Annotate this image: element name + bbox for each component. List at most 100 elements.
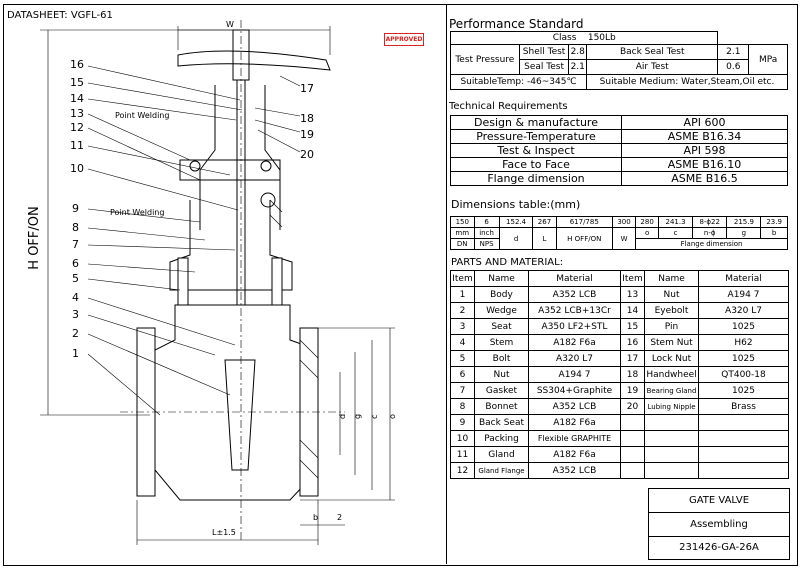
item: 20 (620, 398, 645, 415)
item: 7 (450, 382, 475, 399)
col-header: Item (450, 270, 475, 287)
material: A182 F6a (528, 334, 621, 351)
tech-value: API 598 (621, 143, 788, 158)
part-name: Back Seat (474, 414, 529, 431)
dim-cell: DN (450, 238, 475, 250)
dim-cell: g (726, 227, 762, 239)
item: 1 (450, 286, 475, 303)
part-name: Gland (474, 446, 529, 463)
dim-cell: L (532, 227, 557, 250)
material: QT400-18 (698, 366, 789, 383)
datasheet-label: DATASHEET: VGFL-61 (7, 10, 113, 21)
back-val: 2.1 (717, 44, 750, 60)
title-block: GATE VALVE Assembling 231426-GA-26A (648, 488, 790, 560)
unit: MPa (748, 44, 788, 75)
part-name: Packing (474, 430, 529, 447)
material: A352 LCB (528, 462, 621, 479)
dim-cell: c (658, 227, 693, 239)
material: A182 F6a (528, 446, 621, 463)
callout-12: 12 (70, 121, 84, 134)
material: Flexible GRAPHITE (528, 430, 621, 447)
dim-cell: Flange dimension (635, 238, 788, 250)
class-label: Class 150Lb (449, 31, 719, 45)
col-header: Material (698, 270, 789, 287)
callout-9: 9 (72, 202, 79, 215)
dim-cell: H OFF/ON (555, 227, 613, 250)
material: 1025 (698, 382, 789, 399)
tech-label: Pressure-Temperature (450, 129, 622, 144)
shell-test: Shell Test (518, 44, 570, 60)
material: A352 LCB+13Cr (528, 302, 621, 319)
handwheel (177, 50, 331, 71)
title-name: GATE VALVE (649, 489, 789, 513)
material: A194 7 (698, 286, 789, 303)
dim-cell: 300 (611, 216, 637, 228)
part-name: Handwheel (644, 366, 699, 383)
col-header: Name (644, 270, 699, 287)
dim-cell: 150 (450, 216, 475, 228)
approved-stamp: APPROVED (384, 33, 424, 46)
item: 4 (450, 334, 475, 351)
tech-value: ASME B16.34 (621, 129, 788, 144)
callout-8: 8 (72, 221, 79, 234)
dim-cell: W (611, 227, 637, 250)
material: A350 LF2+STL (528, 318, 621, 335)
col-header: Material (528, 270, 621, 287)
item: 8 (450, 398, 475, 415)
tech-value: ASME B16.5 (621, 171, 788, 186)
callout-5: 5 (72, 272, 79, 285)
item: 17 (620, 350, 645, 367)
tech-label: Flange dimension (450, 171, 622, 186)
dim-cell: 215.9 (726, 216, 762, 228)
part-name: Bolt (474, 350, 529, 367)
dim-cell: o (635, 227, 660, 239)
item: 16 (620, 334, 645, 351)
material: SS304+Graphite (528, 382, 621, 399)
dim-cell: inch (473, 227, 500, 239)
dim-d: d (338, 414, 347, 419)
tech-label: Design & manufacture (450, 115, 622, 130)
performance-table: Class 150Lb Test Pressure Shell Test 2.8… (449, 31, 788, 90)
dim-cell: 241.3 (658, 216, 693, 228)
part-name: Bearing Gland (644, 382, 699, 399)
dim-b: b (313, 513, 318, 522)
performance-title: Performance Standard (449, 17, 584, 31)
part-name: Lubing Nipple (644, 398, 699, 415)
parts-title: PARTS AND MATERIAL: (451, 257, 564, 268)
part-name: Bonnet (474, 398, 529, 415)
shell-val: 2.8 (568, 44, 587, 60)
material: A320 L7 (528, 350, 621, 367)
dimensions-table: 150 6 152.4 267 617/785 300 280 241.3 8-… (450, 216, 788, 250)
dim-cell: 617/785 (555, 216, 613, 228)
callout-15: 15 (70, 76, 84, 89)
item: 3 (450, 318, 475, 335)
item: 10 (450, 430, 475, 447)
callout-1: 1 (72, 347, 79, 360)
callout-19: 19 (300, 128, 314, 141)
part-name: Nut (474, 366, 529, 383)
item: 2 (450, 302, 475, 319)
material: Brass (698, 398, 789, 415)
air-test: Air Test (585, 59, 719, 75)
dim-2: 2 (337, 513, 342, 522)
item: 18 (620, 366, 645, 383)
part-name: Gland Flange (474, 462, 529, 479)
callout-20: 20 (300, 148, 314, 161)
air-val: 0.6 (717, 59, 750, 75)
callout-10: 10 (70, 162, 84, 175)
dim-cell: 6 (473, 216, 500, 228)
point-welding-1: Point Welding (115, 111, 169, 120)
drawing-number: 231426-GA-26A (679, 542, 759, 553)
seal-test: Seal Test (518, 59, 570, 75)
callout-14: 14 (70, 92, 84, 105)
item: 12 (450, 462, 475, 479)
title-type: Assembling (649, 513, 789, 537)
material: A352 LCB (528, 286, 621, 303)
col-header: Item (620, 270, 645, 287)
col-header: Name (474, 270, 529, 287)
